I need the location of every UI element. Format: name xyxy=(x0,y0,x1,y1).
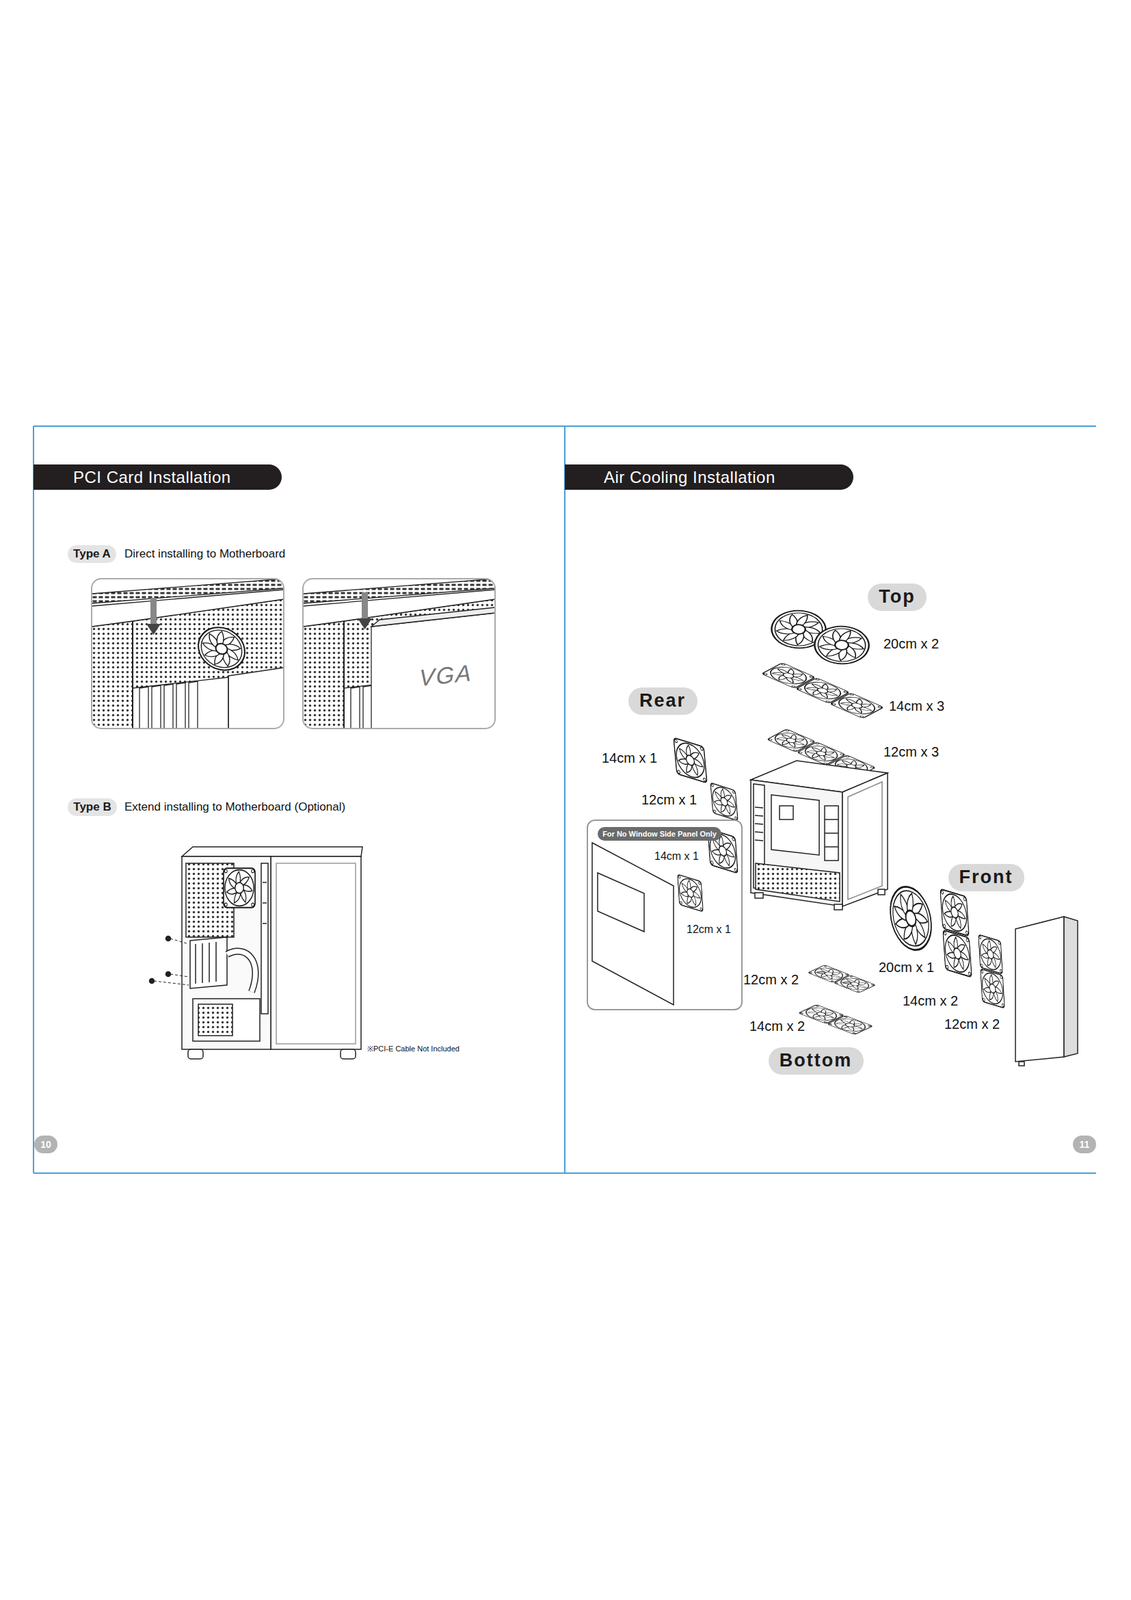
type-tag: Type A xyxy=(67,544,117,563)
position-pill: Rear xyxy=(628,687,698,715)
position-pill: Top xyxy=(867,583,927,611)
section-title-bar: PCI Card Installation xyxy=(33,464,282,490)
note: ※PCI-E Cable Not Included xyxy=(367,1044,460,1054)
node-text: 10 xyxy=(40,1138,52,1150)
fan-size-label: 12cm x 1 xyxy=(686,923,731,936)
fan-size-label: 20cm x 1 xyxy=(878,959,935,976)
fan-size-label: 12cm x 3 xyxy=(883,743,939,760)
step-description: Direct installing to Motherboard xyxy=(124,547,286,561)
position-pill: Bottom xyxy=(768,1046,864,1075)
node-text: Top xyxy=(878,586,915,608)
fan-size-label: 12cm x 2 xyxy=(743,971,799,988)
node-text: Type B xyxy=(73,800,111,814)
page-number: 10 xyxy=(34,1135,58,1153)
node-text: Type A xyxy=(73,547,111,561)
fan-size-label: 14cm x 1 xyxy=(601,750,658,766)
inset-box: 14cm x 1 12cm x 1 For No Window Side Panel… xyxy=(586,819,743,1010)
fan-size-label: 14cm x 2 xyxy=(749,1018,805,1034)
fan-size-label: 20cm x 2 xyxy=(883,635,939,652)
position-pill: Front xyxy=(948,863,1025,891)
section-title-bar: Air Cooling Installation xyxy=(564,464,854,490)
node-text: Air Cooling Installation xyxy=(603,467,776,487)
page-number: 11 xyxy=(1072,1135,1097,1153)
node-text: Front xyxy=(959,866,1014,888)
node-text: Bottom xyxy=(779,1049,853,1071)
node-text: PCI Card Installation xyxy=(73,467,232,487)
node-text: Rear xyxy=(639,689,686,712)
fan-size-label: 14cm x 3 xyxy=(888,698,945,714)
node-text: For No Window Side Panel Only xyxy=(602,829,717,839)
fan-size-label: 14cm x 1 xyxy=(654,849,699,863)
type-tag: Type B xyxy=(67,797,117,816)
fan-size-label: 12cm x 1 xyxy=(641,791,697,808)
step-description: Extend installing to Motherboard (Option… xyxy=(124,800,346,814)
inset-tag: For No Window Side Panel Only xyxy=(597,826,722,841)
node-text: 11 xyxy=(1079,1138,1090,1150)
fan-size-label: 14cm x 2 xyxy=(902,992,958,1009)
fan-size-label: 12cm x 2 xyxy=(944,1016,1000,1032)
